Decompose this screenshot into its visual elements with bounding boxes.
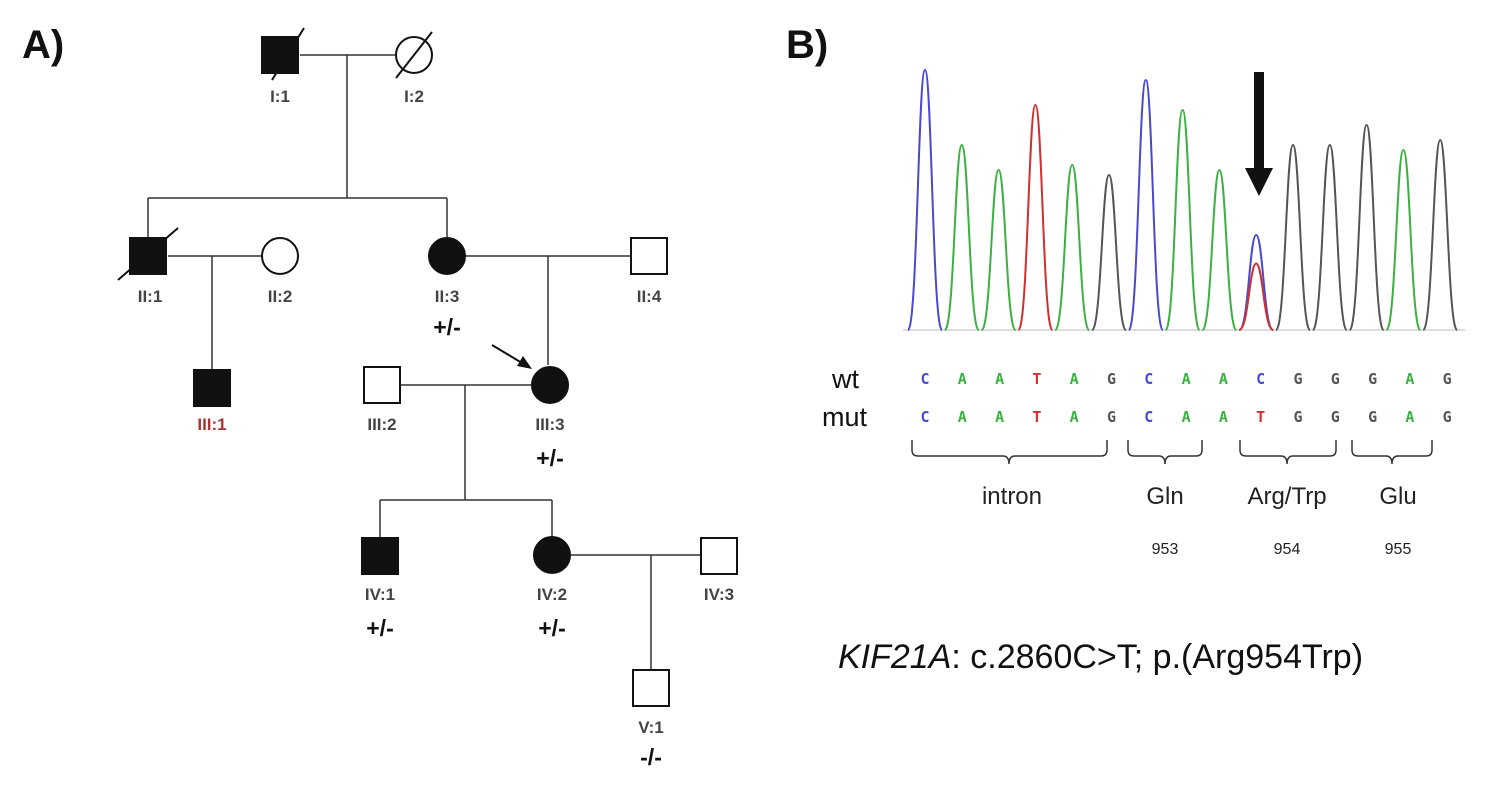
individual-III3-label: III:3 (535, 415, 564, 434)
individual-IV3-label: IV:3 (704, 585, 734, 604)
mut-base: G (1107, 408, 1116, 426)
individual-II3-genotype: +/- (433, 314, 460, 340)
panel-b-label: B) (786, 23, 828, 67)
wt-base: G (1443, 370, 1452, 388)
trace-peak (1311, 143, 1348, 331)
panel-a-label: A) (22, 23, 64, 67)
trace-peak (980, 168, 1017, 331)
wt-base: A (1070, 370, 1079, 388)
trace-peak (1017, 103, 1054, 331)
mut-base: G (1368, 408, 1377, 426)
gene-name: KIF21A (838, 638, 951, 676)
wt-base: A (1182, 370, 1191, 388)
wt-base: G (1368, 370, 1377, 388)
trace-peak (1385, 148, 1422, 331)
region-gln-label: Gln (1146, 483, 1183, 510)
individual-IV2-label: IV:2 (537, 585, 567, 604)
individual-II4-label: II:4 (637, 287, 662, 306)
wt-base: A (958, 370, 967, 388)
wt-base: C (920, 370, 929, 388)
mut-base: G (1293, 408, 1302, 426)
individual-II3-symbol (428, 237, 466, 275)
individual-V1-symbol (632, 669, 670, 707)
mut-base: A (995, 408, 1004, 426)
mut-base: C (1144, 408, 1153, 426)
individual-III2-symbol (363, 366, 401, 404)
individual-III3-symbol (531, 366, 569, 404)
wt-base: A (1219, 370, 1228, 388)
region-brackets (911, 440, 1433, 465)
individual-IV3-symbol (700, 537, 738, 575)
individual-II1-label: II:1 (138, 287, 163, 306)
individual-III2-label: III:2 (367, 415, 396, 434)
individual-II4-symbol (630, 237, 668, 275)
region-arg-trp-label: Arg/Trp (1247, 483, 1326, 510)
trace-peak (1127, 78, 1164, 331)
trace-peak (1238, 233, 1275, 331)
mut-row-label: mut (822, 402, 868, 432)
individual-I2-label: I:2 (404, 87, 424, 106)
mut-base: C (920, 408, 929, 426)
individual-II3-label: II:3 (435, 287, 460, 306)
individual-III1-label: III:1 (197, 415, 226, 434)
wt-base: G (1293, 370, 1302, 388)
trace-peak (1422, 138, 1459, 331)
individual-IV2-genotype: +/- (538, 615, 565, 641)
mutation-arrow-icon (1245, 72, 1273, 196)
codon-955-number: 955 (1385, 541, 1412, 558)
individual-II2-symbol (261, 237, 299, 275)
mut-base: T (1032, 408, 1041, 426)
trace-peak (907, 68, 943, 331)
mut-base: A (1405, 408, 1414, 426)
trace-peak (1348, 123, 1385, 331)
mut-base: T (1256, 408, 1265, 426)
codon-954-number: 954 (1274, 541, 1301, 558)
trace-peak (1164, 108, 1201, 331)
wt-base: C (1256, 370, 1265, 388)
trace-peak-mutant (1238, 262, 1274, 331)
chromatogram (903, 68, 1465, 331)
mutation-description: KIF21A: c.2860C>T; p.(Arg954Trp) (838, 638, 1363, 676)
wt-base: T (1032, 370, 1041, 388)
region-intron-label: intron (982, 483, 1042, 510)
mut-base: A (1219, 408, 1228, 426)
wt-base: A (1405, 370, 1414, 388)
individual-IV1-label: IV:1 (365, 585, 395, 604)
trace-peak (1054, 163, 1091, 331)
region-glu-label: Glu (1379, 483, 1416, 510)
individual-I1-label: I:1 (270, 87, 290, 106)
wt-row-label: wt (831, 364, 859, 394)
proband-arrow-icon (491, 344, 532, 369)
individual-IV1-genotype: +/- (366, 615, 393, 641)
individual-V1-label: V:1 (638, 718, 664, 737)
trace-peak (943, 143, 980, 331)
variant-notation: : c.2860C>T; p.(Arg954Trp) (951, 638, 1363, 676)
individual-IV2-symbol (533, 536, 571, 574)
individual-V1-genotype: -/- (640, 744, 662, 770)
mut-base: A (1182, 408, 1191, 426)
individual-III1-symbol (193, 369, 231, 407)
mut-base: A (958, 408, 967, 426)
trace-peak (1201, 168, 1238, 331)
individual-IV1-symbol (361, 537, 399, 575)
mut-base: A (1070, 408, 1079, 426)
wt-base: C (1144, 370, 1153, 388)
mut-base: G (1331, 408, 1340, 426)
wt-base: G (1331, 370, 1340, 388)
codon-953-number: 953 (1152, 541, 1179, 558)
individual-III3-genotype: +/- (536, 445, 563, 471)
trace-peak (1275, 143, 1311, 331)
wt-base: G (1107, 370, 1116, 388)
trace-peak (1091, 173, 1127, 331)
wt-base: A (995, 370, 1004, 388)
pedigree: I:1 I:2 II:1 II:2 II:3 II:4 III:1 III:2 … (117, 27, 738, 770)
individual-II2-label: II:2 (268, 287, 293, 306)
mut-base: G (1443, 408, 1452, 426)
